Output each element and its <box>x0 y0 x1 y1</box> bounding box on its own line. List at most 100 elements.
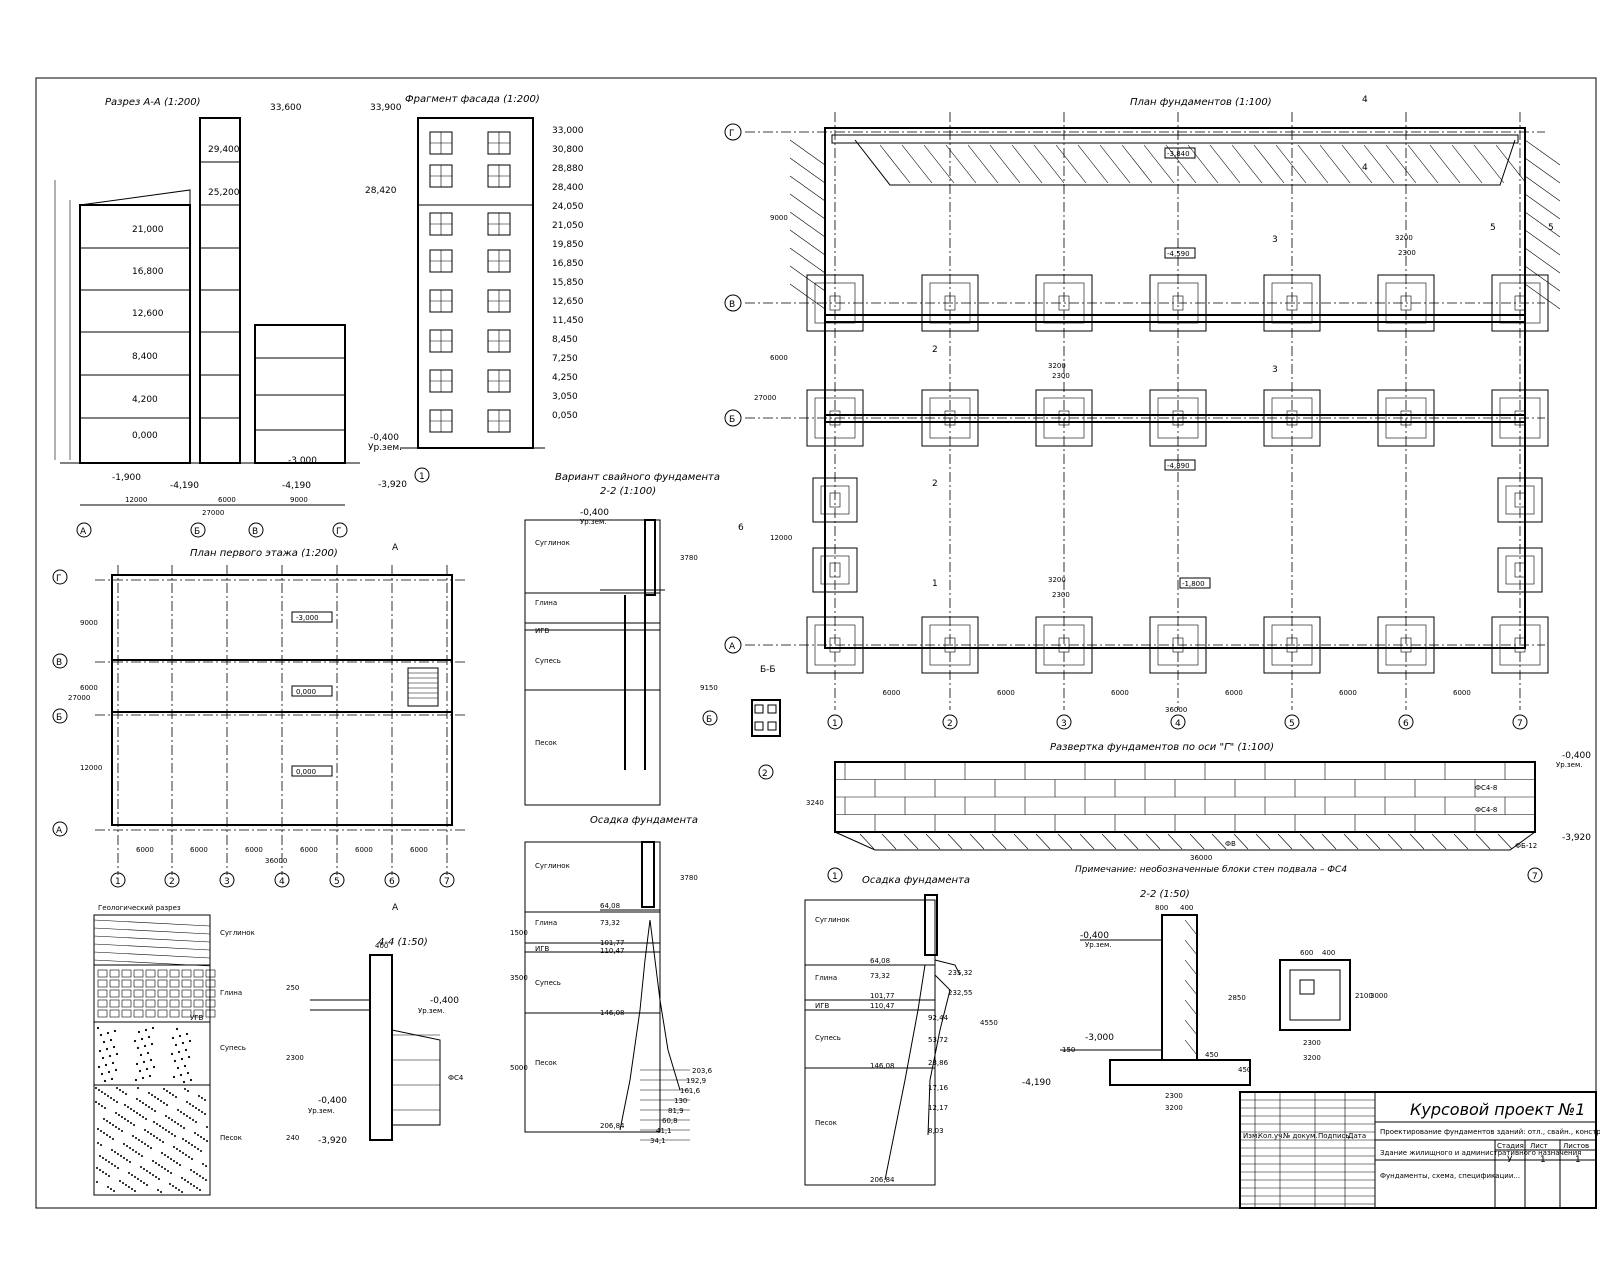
svg-text:0,000: 0,000 <box>296 768 316 776</box>
svg-text:2100: 2100 <box>1355 992 1373 1000</box>
svg-text:Примечание: необозначенные бло: Примечание: необозначенные блоки стен по… <box>1075 865 1347 875</box>
dim-label: 6000 <box>1111 689 1129 697</box>
svg-text:36000: 36000 <box>1165 706 1187 714</box>
svg-text:Подпись: Подпись <box>1318 1132 1350 1140</box>
svg-text:-4,190: -4,190 <box>170 481 199 491</box>
svg-text:Супесь: Супесь <box>535 657 561 665</box>
svg-text:Дата: Дата <box>1348 1132 1366 1140</box>
svg-text:Листов: Листов <box>1563 1142 1589 1150</box>
svg-text:1: 1 <box>932 579 938 589</box>
svg-text:Песок: Песок <box>815 1119 837 1127</box>
axis-number: 5 <box>1289 719 1295 729</box>
svg-text:3780: 3780 <box>680 554 698 562</box>
svg-text:Суглинок: Суглинок <box>815 916 850 924</box>
svg-text:2300: 2300 <box>1165 1092 1183 1100</box>
svg-text:28,420: 28,420 <box>365 186 397 196</box>
svg-text:-3,840: -3,840 <box>1167 150 1190 158</box>
footing <box>1263 274 1321 332</box>
svg-text:ФС4-8: ФС4-8 <box>1475 806 1497 814</box>
footing <box>1035 616 1093 674</box>
stress-value: 192,9 <box>686 1077 706 1085</box>
dim-label: 12000 <box>80 764 102 772</box>
svg-text:Б-Б: Б-Б <box>760 665 776 675</box>
pile-variant: Вариант свайного фундамента 2-2 (1:100) … <box>524 472 720 806</box>
axis-number: 1 <box>832 719 838 729</box>
level-label: 24,050 <box>552 202 584 212</box>
svg-text:7: 7 <box>1532 872 1538 882</box>
svg-text:Супесь: Супесь <box>535 979 561 987</box>
svg-text:4,200: 4,200 <box>132 395 158 405</box>
svg-text:2300: 2300 <box>1052 372 1070 380</box>
svg-text:450: 450 <box>1205 1051 1218 1059</box>
svg-text:Песок: Песок <box>535 739 557 747</box>
stress-value: 146,08 <box>870 1062 895 1070</box>
axis-number: 6 <box>389 877 395 887</box>
svg-text:2850: 2850 <box>1228 994 1246 1002</box>
dim-label: 6000 <box>190 846 208 854</box>
svg-text:2-2 (1:50): 2-2 (1:50) <box>1140 889 1190 900</box>
svg-text:27000: 27000 <box>754 394 776 402</box>
svg-text:3200: 3200 <box>1048 576 1066 584</box>
svg-text:1500: 1500 <box>510 929 528 937</box>
footing <box>921 616 979 674</box>
svg-text:А: А <box>56 826 63 836</box>
stress-value: 17,16 <box>928 1084 949 1092</box>
footing <box>806 616 864 674</box>
footing <box>1497 547 1543 593</box>
dim-label: 6000 <box>883 689 901 697</box>
axis-number: 2 <box>947 719 953 729</box>
svg-text:0,000: 0,000 <box>132 431 158 441</box>
svg-text:-3,000: -3,000 <box>1085 1033 1114 1043</box>
stress-value: 23,86 <box>928 1059 949 1067</box>
stress-value: 8,03 <box>928 1127 944 1135</box>
svg-text:Ур.зем.: Ур.зем. <box>308 1107 334 1115</box>
footing <box>806 274 864 332</box>
svg-text:Ур.зем.: Ур.зем. <box>1556 761 1582 769</box>
footing <box>1491 389 1549 447</box>
svg-text:ИГВ: ИГВ <box>535 945 550 953</box>
svg-text:36000: 36000 <box>1190 854 1212 862</box>
axis-number: 4 <box>1175 719 1181 729</box>
svg-text:5000: 5000 <box>510 1064 528 1072</box>
svg-text:-0,400: -0,400 <box>1562 751 1591 761</box>
footing <box>1377 389 1435 447</box>
svg-text:3200: 3200 <box>1165 1104 1183 1112</box>
svg-text:-3,000: -3,000 <box>296 614 319 622</box>
level-label: 15,850 <box>552 278 584 288</box>
svg-text:Лист: Лист <box>1530 1142 1548 1150</box>
svg-text:-0,400: -0,400 <box>580 508 609 518</box>
svg-text:3200: 3200 <box>1048 362 1066 370</box>
svg-text:Б: Б <box>194 527 200 537</box>
svg-text:6: 6 <box>738 523 744 533</box>
svg-text:-0,400: -0,400 <box>1080 931 1109 941</box>
footing <box>1497 477 1543 523</box>
svg-text:Г: Г <box>729 129 735 139</box>
svg-text:4550: 4550 <box>980 1019 998 1027</box>
svg-text:Геологический разрез: Геологический разрез <box>98 904 181 912</box>
stress-value: 101,77 <box>600 939 625 947</box>
svg-text:2300: 2300 <box>286 1054 304 1062</box>
axis-number: 7 <box>444 877 450 887</box>
dim-label: 6000 <box>80 684 98 692</box>
dim-label: 9000 <box>80 619 98 627</box>
svg-text:В: В <box>729 300 735 310</box>
svg-text:3000: 3000 <box>1370 992 1388 1000</box>
dim-label: 6000 <box>1453 689 1471 697</box>
svg-text:Проектирование фундаментов зда: Проектирование фундаментов зданий: отл.,… <box>1380 1128 1600 1136</box>
footing <box>1377 274 1435 332</box>
svg-text:-0,400: -0,400 <box>318 1096 347 1106</box>
footing <box>1149 616 1207 674</box>
stress-value: 130 <box>674 1097 687 1105</box>
svg-text:Осадка фундамента: Осадка фундамента <box>862 875 970 886</box>
axis-number: 1 <box>115 877 121 887</box>
dim-label: 6000 <box>997 689 1015 697</box>
dim-label: 6000 <box>1339 689 1357 697</box>
svg-text:5: 5 <box>1490 223 1496 233</box>
svg-text:1: 1 <box>1540 1155 1546 1165</box>
level-label: 0,050 <box>552 411 578 421</box>
axis-number: 3 <box>1061 719 1067 729</box>
svg-text:2300: 2300 <box>1398 249 1416 257</box>
svg-text:ФС4: ФС4 <box>448 1074 464 1082</box>
svg-text:21,000: 21,000 <box>132 225 164 235</box>
svg-text:А: А <box>392 543 399 553</box>
